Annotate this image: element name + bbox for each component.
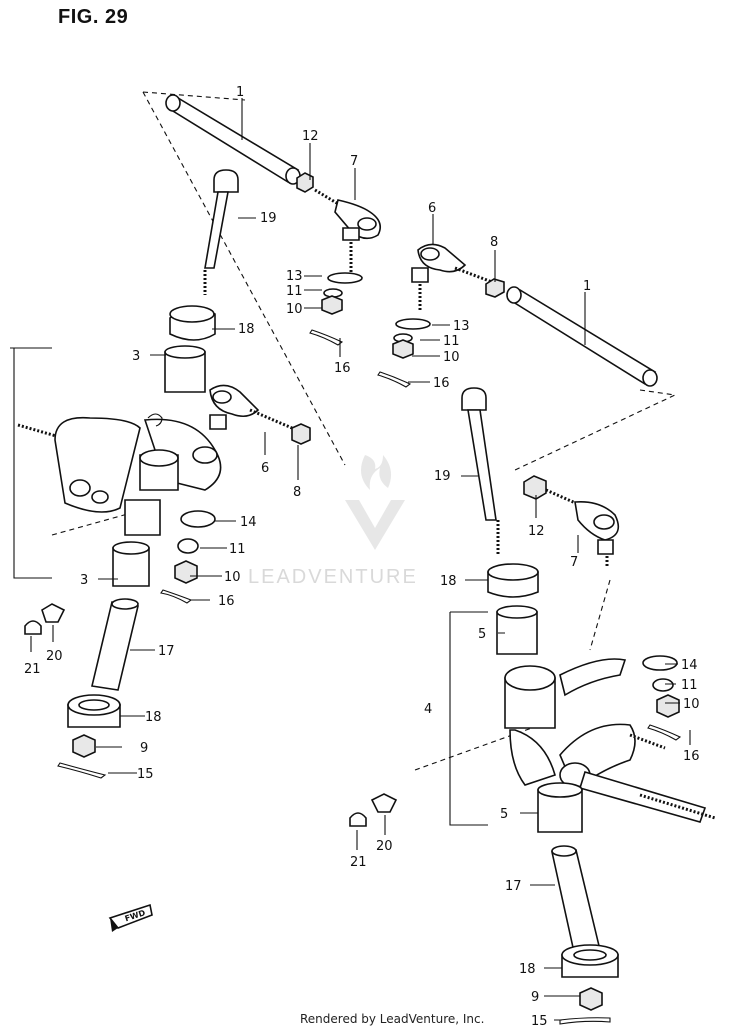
grease-fitting-right xyxy=(349,793,398,827)
callout-16-left-lower: 16 xyxy=(218,594,235,609)
callout-18-right-lower: 18 xyxy=(519,962,536,977)
callout-3-lower: 3 xyxy=(80,573,88,588)
watermark-logo xyxy=(345,455,405,550)
callout-1-upper: 1 xyxy=(236,85,244,100)
tie-rod-end-7-lower xyxy=(545,488,620,568)
callout-12-right: 12 xyxy=(528,524,545,539)
watermark-text: LEADVENTURE xyxy=(248,566,418,588)
king-pin-17-left xyxy=(91,598,139,691)
callout-6-upper: 6 xyxy=(428,201,436,216)
leader-lines xyxy=(30,98,691,1021)
callout-18-left-lower: 18 xyxy=(145,710,162,725)
cotter-pin-15-left xyxy=(57,762,107,779)
assembly-lines xyxy=(10,91,677,826)
callout-17-right: 17 xyxy=(505,879,522,894)
callout-9-right: 9 xyxy=(531,990,539,1005)
callout-14-right: 14 xyxy=(681,658,698,673)
callout-10-right: 10 xyxy=(443,350,460,365)
hardware-stack-right-lower xyxy=(642,655,682,741)
callout-4: 4 xyxy=(424,702,432,717)
callout-8-lower: 8 xyxy=(293,485,301,500)
callout-6-lower: 6 xyxy=(261,461,269,476)
bushing-18-right-lower xyxy=(561,944,619,978)
callout-3-upper: 3 xyxy=(132,349,140,364)
callout-11-right-lower: 11 xyxy=(681,678,698,693)
callout-8-upper: 8 xyxy=(490,235,498,250)
callout-12-upper: 12 xyxy=(302,129,319,144)
steering-knuckle-left xyxy=(17,413,222,536)
bushing-18-right-upper xyxy=(487,563,539,598)
hardware-stack-left xyxy=(160,510,216,604)
bushing-5-right-upper xyxy=(496,605,538,655)
callout-9-left: 9 xyxy=(140,741,148,756)
king-pin-17-right xyxy=(551,845,601,953)
callout-13-right: 13 xyxy=(453,319,470,334)
bolt-19-right xyxy=(461,387,500,555)
nut-12-upper xyxy=(296,172,314,193)
nut-9-right xyxy=(579,987,603,1011)
callout-14-left: 14 xyxy=(240,515,257,530)
callout-21-left: 21 xyxy=(24,662,41,677)
callout-15-left: 15 xyxy=(137,767,154,782)
callout-7-lower: 7 xyxy=(570,555,578,570)
tie-rod-right xyxy=(506,286,658,387)
callout-11-left: 11 xyxy=(286,284,303,299)
callout-21-right: 21 xyxy=(350,855,367,870)
hardware-stack-upper xyxy=(309,272,363,346)
callout-20-right: 20 xyxy=(376,839,393,854)
callout-5-upper: 5 xyxy=(478,627,486,642)
grease-fitting-left xyxy=(24,603,66,635)
callout-15-right: 15 xyxy=(531,1014,548,1029)
callout-18-right-upper: 18 xyxy=(440,574,457,589)
tie-rod-end-6-upper xyxy=(411,243,505,310)
steering-knuckle-right xyxy=(504,658,716,823)
callout-7-upper: 7 xyxy=(350,154,358,169)
callout-17-left: 17 xyxy=(158,644,175,659)
callout-10-left-lower: 10 xyxy=(224,570,241,585)
callout-16-right: 16 xyxy=(433,376,450,391)
callout-11-right: 11 xyxy=(443,334,460,349)
bushing-18-left-lower xyxy=(67,694,121,728)
callout-labels: 1 1 12 7 6 8 19 13 11 10 16 18 3 13 11 1… xyxy=(24,85,700,1029)
figure-title: FIG. 29 xyxy=(58,6,129,28)
bushing-5-right-lower xyxy=(537,782,583,833)
nut-12-right xyxy=(523,475,547,500)
callout-10-right-lower: 10 xyxy=(683,697,700,712)
fwd-arrow xyxy=(108,903,153,932)
callout-18-upper: 18 xyxy=(238,322,255,337)
callout-20-left: 20 xyxy=(46,649,63,664)
callout-11-left-lower: 11 xyxy=(229,542,246,557)
callout-1-right: 1 xyxy=(583,279,591,294)
tie-rod-end-6-lower xyxy=(209,384,311,445)
callout-19-left: 19 xyxy=(260,211,277,226)
bushing-18-left-upper xyxy=(169,305,216,341)
nut-9-left xyxy=(72,734,96,758)
callout-16-left: 16 xyxy=(334,361,351,376)
callout-13-left: 13 xyxy=(286,269,303,284)
tie-rod-upper xyxy=(165,94,301,185)
callout-10-left: 10 xyxy=(286,302,303,317)
cotter-pin-15-right xyxy=(559,1017,611,1025)
bolt-19-left xyxy=(203,169,239,295)
footer-credit: Rendered by LeadVenture, Inc. xyxy=(300,1012,485,1026)
hardware-stack-right xyxy=(377,318,431,388)
tie-rod-end-7-upper xyxy=(314,188,381,272)
callout-19-right: 19 xyxy=(434,469,451,484)
bushing-3-left-lower xyxy=(112,541,150,587)
callout-5-lower: 5 xyxy=(500,807,508,822)
callout-16-right-lower: 16 xyxy=(683,749,700,764)
bushing-3-left-upper xyxy=(164,345,206,393)
